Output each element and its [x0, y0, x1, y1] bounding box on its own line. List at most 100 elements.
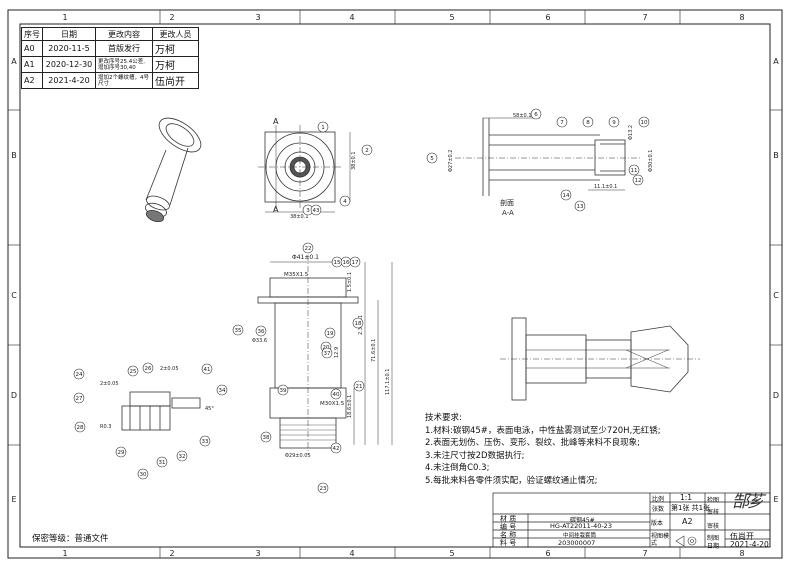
assembly-view	[500, 317, 700, 401]
dim-sec-len2: 11.1±0.1	[594, 184, 617, 190]
note-item: 4.未注倒角C0.3;	[425, 463, 490, 473]
balloon-15: 15	[331, 256, 343, 268]
balloon-10: 10	[638, 116, 650, 128]
zone-row-C-right: C	[773, 291, 779, 300]
dim-sec-len: 58±0.1	[513, 113, 532, 119]
signature: 郜芗	[732, 492, 764, 512]
svg-text:28: 28	[77, 425, 84, 431]
balloon-31: 31	[156, 456, 168, 468]
balloon-33: 33	[199, 435, 211, 447]
rev-date: 2021-4-20	[42, 72, 96, 89]
svg-text:40: 40	[333, 392, 340, 398]
note-item: 3.未注尺寸按2D数据执行;	[425, 450, 525, 461]
zone-col-3: 3	[255, 13, 260, 22]
svg-text:22: 22	[305, 246, 312, 252]
svg-text:2: 2	[365, 148, 369, 154]
balloon-12: 12	[632, 174, 644, 186]
section-name: A-A	[502, 209, 514, 217]
svg-text:19: 19	[327, 331, 334, 337]
balloon-21: 21	[353, 380, 365, 392]
balloon-5: 5	[426, 152, 438, 164]
dim-det-1: 2±0.05	[100, 381, 119, 387]
svg-text:33: 33	[202, 439, 209, 445]
zone-col-8: 8	[739, 13, 744, 22]
main-side-view	[257, 255, 393, 455]
balloon-16: 16	[340, 256, 352, 268]
zone-row-D-right: D	[773, 391, 779, 400]
zone-col-5-bottom: 5	[449, 549, 454, 558]
zone-ticks	[8, 10, 782, 558]
rev-content: 首版发行	[95, 40, 153, 57]
name-value: 中间挂栽套筒	[563, 533, 597, 539]
balloon-19: 19	[324, 327, 336, 339]
part-label: 料 号	[500, 539, 517, 547]
scale-label: 比例	[652, 496, 665, 503]
balloon-35: 35	[232, 324, 244, 336]
svg-text:7: 7	[560, 120, 564, 126]
svg-text:8: 8	[586, 120, 590, 126]
dim-len-4: 117.1±0.1	[385, 369, 391, 395]
svg-text:13: 13	[577, 204, 584, 210]
svg-text:39: 39	[280, 388, 287, 394]
svg-text:15: 15	[334, 260, 341, 266]
dim-dia-33: Φ33.6	[252, 338, 267, 344]
svg-text:18: 18	[355, 321, 362, 327]
dim-dia-29: Φ29±0.05	[285, 453, 311, 459]
svg-text:14: 14	[563, 193, 570, 199]
section-marker-top: A	[273, 117, 279, 126]
dim-thread-bottom: M30X1.5	[320, 401, 345, 407]
balloon-17: 17	[349, 256, 361, 268]
version-value: A2	[682, 517, 693, 526]
view-mode-label: 视图模式	[651, 533, 670, 547]
balloon-9: 9	[608, 116, 620, 128]
zone-col-7-bottom: 7	[642, 549, 647, 558]
zone-col-6-bottom: 6	[545, 549, 550, 558]
svg-text:21: 21	[356, 384, 363, 390]
svg-text:27: 27	[76, 396, 83, 402]
rev-content: 增加2个螺纹槽，4号尺寸	[95, 72, 153, 89]
zone-row-E-right: E	[773, 495, 778, 504]
svg-text:4: 4	[343, 199, 347, 205]
balloon-42: 42	[330, 442, 342, 454]
confidential-level: 保密等级：普通文件	[32, 534, 109, 544]
part-value: 203000007	[558, 539, 596, 547]
sheet-label: 张数	[652, 506, 665, 513]
svg-text:16: 16	[343, 260, 350, 266]
rev-no: A2	[21, 72, 43, 89]
zone-col-4: 4	[349, 13, 354, 22]
zone-col-6: 6	[545, 13, 550, 22]
balloon-38: 38	[260, 431, 272, 443]
balloon-24: 24	[73, 368, 85, 380]
svg-text:42: 42	[333, 446, 340, 452]
dim-len-3: 71.6±0.1	[371, 339, 377, 362]
zone-row-A-right: A	[773, 57, 779, 66]
note-item: 2.表面无划伤、压伤、变形、裂纹、批峰等来料不良现象;	[425, 438, 640, 448]
code-label: 编 号	[500, 523, 517, 531]
front-view	[258, 125, 351, 213]
date-label: 日期	[707, 543, 720, 550]
balloon-28: 28	[74, 421, 86, 433]
balloon-2: 2	[361, 144, 373, 156]
rev-header-content: 更改内容	[95, 27, 153, 41]
svg-text:17: 17	[352, 260, 359, 266]
svg-text:30: 30	[140, 472, 147, 478]
svg-text:35: 35	[235, 328, 242, 334]
balloon-37: 37	[321, 347, 333, 359]
balloon-25: 25	[127, 365, 139, 377]
dim-len-5: 18.6±0.1	[347, 395, 353, 418]
dim-det-3: R0.3	[100, 424, 111, 430]
title-block-grid	[492, 492, 771, 548]
rev-header-date: 日期	[42, 27, 96, 41]
balloon-30: 30	[137, 468, 149, 480]
approve-label: 审核	[707, 523, 720, 530]
zone-row-D: D	[11, 391, 17, 400]
section-view	[455, 117, 640, 196]
rev-person: 万柯	[152, 40, 199, 57]
svg-text:24: 24	[76, 372, 83, 378]
zone-row-A: A	[11, 57, 17, 66]
zone-col-4-bottom: 4	[349, 549, 354, 558]
scale-value: 1:1	[680, 493, 693, 502]
revision-row: A2 2021-4-20 增加2个螺纹槽，4号尺寸 伍尚开	[21, 72, 199, 89]
notes-title: 技术要求:	[425, 413, 462, 423]
